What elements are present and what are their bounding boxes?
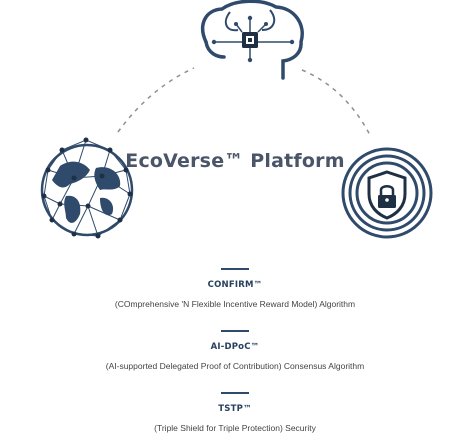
feature-ai-dpoc: AI-DPoC™ (AI-supported Delegated Proof o… xyxy=(0,330,470,371)
platform-title: EcoVerse™ Platform xyxy=(125,150,345,172)
brain-chip-icon xyxy=(200,0,304,80)
section-divider xyxy=(221,392,249,394)
feature-name: CONFIRM™ xyxy=(207,280,263,290)
feature-name: TSTP™ xyxy=(218,404,252,414)
feature-description: (COmprehensive 'N Flexible Incentive Rew… xyxy=(114,299,356,309)
feature-tstp: TSTP™ (Triple Shield for Triple Protecti… xyxy=(0,392,470,433)
network-globe-icon xyxy=(40,137,134,239)
shield-lock-icon xyxy=(341,147,433,239)
section-divider xyxy=(221,330,249,332)
feature-name: AI-DPoC™ xyxy=(210,342,260,352)
feature-description: (Triple Shield for Triple Protection) Se… xyxy=(154,423,316,433)
dashed-arc-left xyxy=(117,67,195,133)
dashed-arc-right xyxy=(301,69,371,136)
section-divider xyxy=(221,268,249,270)
feature-confirm: CONFIRM™ (COmprehensive 'N Flexible Ince… xyxy=(0,268,470,309)
feature-description: (AI-supported Delegated Proof of Contrib… xyxy=(105,361,365,371)
